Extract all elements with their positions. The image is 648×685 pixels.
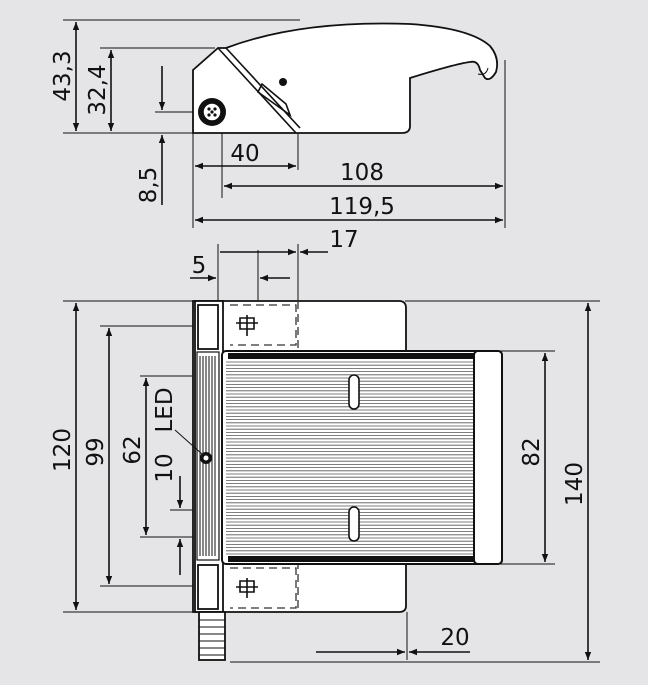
body-edge (225, 47, 301, 129)
dim-label-40: 40 (230, 141, 259, 167)
side-view: 43,3 32,4 8,5 40 108 119,5 (50, 19, 506, 228)
chamfer-face (256, 82, 292, 118)
dim-label-62: 62 (120, 435, 146, 464)
dim-label-99: 99 (83, 437, 109, 466)
device-body (192, 22, 499, 134)
dim-label-32-4: 32,4 (85, 64, 111, 115)
screw-symbol-bottom (236, 578, 258, 598)
cable-connector-threads (199, 619, 225, 656)
dim-label-5: 5 (192, 253, 207, 279)
hidden-outline-top (230, 304, 297, 346)
dim-label-140: 140 (562, 462, 588, 506)
dim-label-led: LED (152, 387, 178, 432)
dim-label-108: 108 (340, 160, 384, 186)
mounting-slot-top (348, 374, 360, 410)
dim-label-17: 17 (329, 227, 358, 253)
hidden-outline-bottom (230, 567, 297, 609)
screw-hole (279, 78, 287, 86)
dim-label-43-3: 43,3 (50, 50, 76, 101)
cable-connector (198, 611, 226, 661)
screw-symbol-top (236, 315, 258, 336)
dim-label-8-5: 8,5 (136, 167, 162, 204)
mounting-slot-bottom (348, 506, 360, 542)
housing-end-cap (473, 350, 503, 565)
body-edge (217, 47, 297, 134)
hinge-tab-top (197, 304, 219, 350)
dim-label-119-5: 119,5 (329, 194, 395, 220)
housing-edge-bottom (228, 556, 474, 562)
front-view: 17 5 120 99 62 LED 10 82 140 20 (50, 227, 600, 663)
dim-label-120: 120 (50, 428, 76, 472)
hook-tip (477, 67, 489, 75)
housing-body (221, 350, 503, 565)
dim-label-82: 82 (519, 437, 545, 466)
hinge-tab-bottom (197, 564, 219, 610)
dim-label-10: 10 (152, 453, 178, 482)
led-leader-line (174, 429, 203, 455)
dim-label-20: 20 (440, 625, 469, 651)
housing-edge-top (228, 353, 474, 359)
